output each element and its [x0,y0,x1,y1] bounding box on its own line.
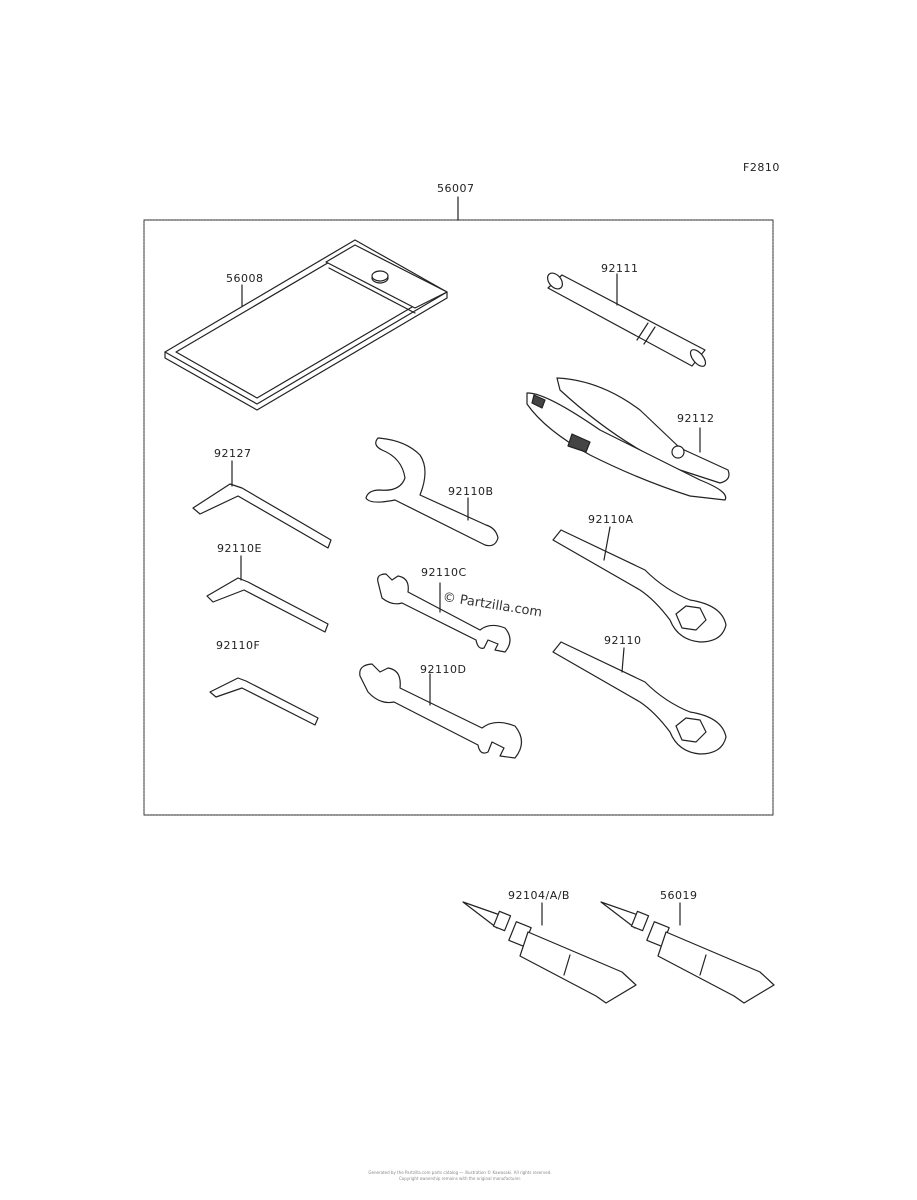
part-label-ring-wrench: 92110 [604,634,642,647]
grease-tube-1 [462,901,637,1004]
part-label-pliers: 92112 [677,412,715,425]
part-label-wrench-medium: 92110D [420,663,467,676]
footer-line-2: Copyright ownership remains with the ori… [398,1176,522,1181]
handle-bar [547,272,707,367]
hex-key-92110F [209,677,319,726]
part-label-hex-key-1: 92127 [214,447,252,460]
grease-tube-2 [600,901,775,1004]
hook-wrench [365,437,499,547]
hex-key-92110E [206,555,329,633]
part-label-hex-key-3: 92110F [216,639,261,652]
part-label-ring-wrench-a: 92110A [588,513,634,526]
part-label-tube-1: 92104/A/B [508,889,570,902]
part-label-hook-wrench: 92110B [448,485,494,498]
footer-line-1: Generated by the Partzilla.com parts cat… [368,1170,552,1175]
part-label-case: 56008 [226,272,264,285]
part-label-kit: 56007 [437,182,475,195]
figure-code: F2810 [743,161,780,174]
tool-case [164,239,448,411]
pliers [526,377,730,501]
ring-wrench-92110A [552,526,727,643]
part-label-wrench-small: 92110C [421,566,467,579]
hex-key-92127 [192,460,332,549]
part-label-handle: 92111 [601,262,639,275]
open-wrench-medium [359,663,523,759]
part-label-tube-2: 56019 [660,889,698,902]
ring-wrench-92110 [552,641,727,755]
open-wrench-small [377,573,511,653]
part-label-hex-key-2: 92110E [217,542,262,555]
